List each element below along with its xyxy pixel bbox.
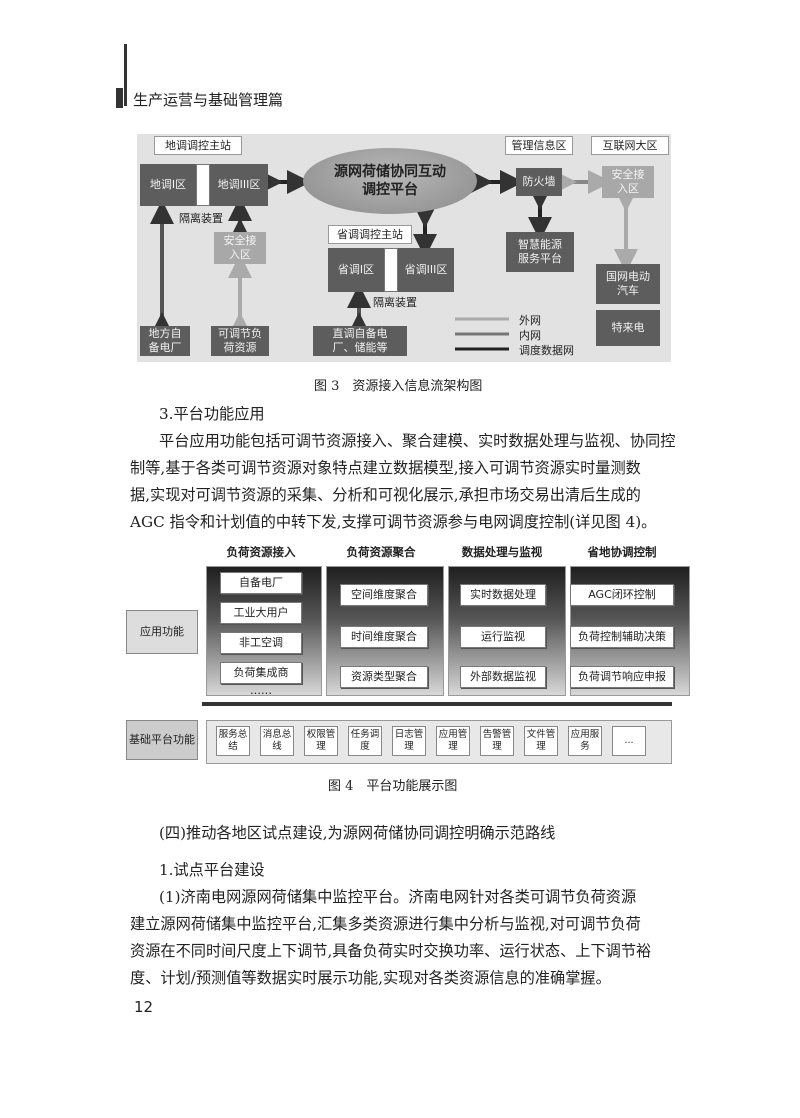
item: AGC闭环控制 (570, 584, 674, 606)
item: 工业大用户 (220, 602, 302, 624)
district-zone1: 地调Ⅰ区 (140, 164, 196, 206)
base-item: 文件管理 (524, 726, 558, 756)
column-title: 负荷资源聚合 (346, 545, 416, 559)
legend-dispatch: 调度数据网 (519, 344, 574, 357)
subsection-heading: 1.试点平台建设 (159, 861, 265, 879)
page-number: 12 (134, 998, 154, 1016)
item: 非工空调 (220, 632, 302, 654)
base-item: 日志管理 (392, 726, 426, 756)
column-title: 省地协调控制 (587, 545, 657, 559)
item: 外部数据监视 (460, 666, 546, 688)
item: 运行监视 (460, 626, 546, 648)
adjustable-load-resources: 可调节负荷资源 (211, 326, 269, 356)
base-item: 权限管理 (304, 726, 338, 756)
base-item: 消息总线 (260, 726, 294, 756)
smart-energy-platform: 智慧能源服务平台 (506, 232, 574, 272)
label-district-station: 地调调控主站 (154, 136, 242, 155)
base-function-label: 基础平台功能 (126, 720, 198, 760)
item: 自备电厂 (220, 572, 302, 594)
legend-internal: 内网 (519, 329, 541, 342)
province-zone3: 省调III区 (398, 248, 454, 292)
subsection-heading: 3.平台功能应用 (159, 405, 265, 423)
paragraph-line: AGC 指令和计划值的中转下发,支撑可调节资源参与电网调度控制(详见图 4)。 (130, 513, 657, 531)
figure-4-platform-functions: 负荷资源接入 负荷资源聚合 数据处理与监视 省地协调控制 应用功能 自备电厂 工… (122, 540, 690, 770)
base-item: 应用服务 (568, 726, 602, 756)
item: 负荷控制辅助决策 (570, 626, 674, 648)
more-ellipsis: …… (250, 684, 272, 697)
column-title: 数据处理与监视 (461, 545, 543, 559)
legend-external: 外网 (519, 314, 541, 327)
header-rule (124, 44, 127, 106)
ev-platform: 国网电动汽车 (596, 264, 660, 304)
item: 负荷集成商 (220, 662, 302, 684)
paragraph-line: 制等,基于各类可调节资源对象特点建立数据模型,接入可调节资源实时量测数 (130, 459, 641, 477)
figure-3-connectors (150, 170, 638, 351)
secure-access-zone-left: 安全接入区 (214, 232, 266, 264)
figure-3-resource-access-diagram: 地调调控主站 管理信息区 互联网大区 地调Ⅰ区 地调III区 隔离装置 源网荷储… (137, 134, 671, 362)
paragraph-line: (1)济南电网源网荷储集中监控平台。济南电网针对各类可调节负荷资源 (159, 888, 637, 906)
direct-plant-storage: 直调自备电厂、储能等 (313, 326, 407, 356)
paragraph-line: 平台应用功能包括可调节资源接入、聚合建模、实时数据处理与监视、协同控 (159, 432, 676, 450)
local-power-plant: 地方自备电厂 (140, 326, 190, 356)
paragraph-line: 据,实现对可调节资源的采集、分析和可视化展示,承担市场交易出清后生成的 (130, 486, 641, 504)
divider (202, 702, 672, 706)
paragraph-line: 度、计划/预测值等数据实时展示功能,实现对各类资源信息的准确掌握。 (130, 969, 611, 987)
base-item: 告警管理 (480, 726, 514, 756)
label-mgmt-zone: 管理信息区 (505, 136, 573, 155)
figure-3-caption: 图 3 资源接入信息流架构图 (314, 379, 483, 394)
base-item: ... (612, 726, 646, 756)
district-zone3: 地调III区 (210, 164, 268, 206)
app-function-label: 应用功能 (126, 610, 198, 654)
paragraph-line: 建立源网荷储集中监控平台,汇集多类资源进行集中分析与监视,对可调节负荷 (130, 915, 641, 933)
section-heading: (四)推动各地区试点建设,为源网荷储协同调控明确示范路线 (159, 824, 556, 842)
firewall: 防火墙 (516, 168, 562, 196)
base-item: 任务调度 (348, 726, 382, 756)
base-item: 应用管理 (436, 726, 470, 756)
item: 资源类型聚合 (340, 666, 428, 688)
item: 空间维度聚合 (340, 584, 428, 606)
label-province-station: 省调调控主站 (328, 225, 412, 244)
item: 实时数据处理 (460, 584, 546, 606)
isolation-device-label-2: 隔离装置 (373, 296, 417, 309)
section-title: 生产运营与基础管理篇 (133, 91, 284, 109)
isolation-device-label-1: 隔离装置 (179, 212, 223, 225)
secure-access-zone-right: 安全接入区 (602, 166, 654, 198)
column-title: 负荷资源接入 (226, 545, 296, 559)
header-marker (116, 88, 123, 108)
item: 负荷调节响应申报 (570, 666, 674, 688)
isolation-device-icon-2 (384, 248, 398, 292)
paragraph-line: 资源在不同时间尺度上下调节,具备负荷实时交换功率、运行状态、上下调节裕 (130, 942, 652, 960)
figure-4-caption: 图 4 平台功能展示图 (328, 779, 458, 794)
base-item: 服务总结 (216, 726, 250, 756)
telaidian: 特来电 (596, 310, 660, 346)
label-internet-zone: 互联网大区 (591, 136, 669, 155)
item: 时间维度聚合 (340, 626, 428, 648)
central-platform: 源网荷储协同互动调控平台 (303, 148, 477, 214)
isolation-device-icon (196, 164, 210, 206)
province-zone1: 省调Ⅰ区 (328, 248, 384, 292)
